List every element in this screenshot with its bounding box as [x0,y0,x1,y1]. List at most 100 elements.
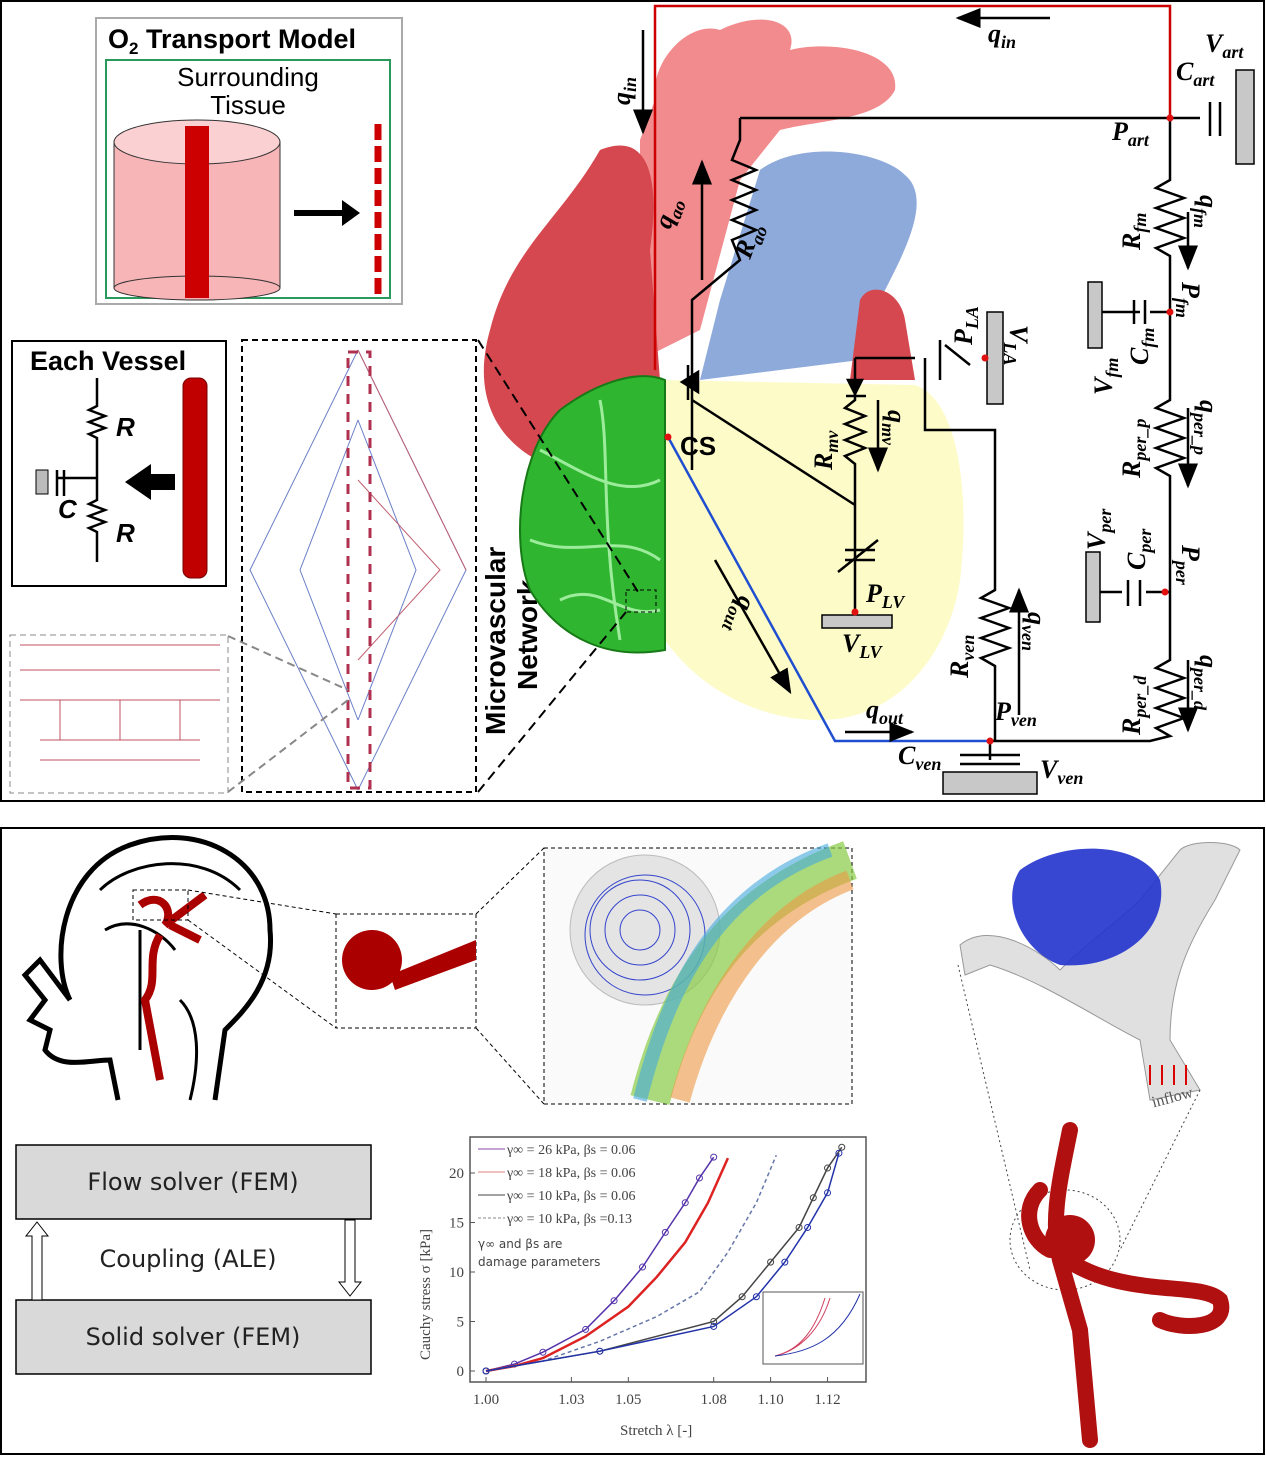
top-panel-frame [0,0,1265,802]
label-q-per-d: qper_d [1190,655,1223,711]
label-c-per: Cper [1122,528,1155,570]
label-p-art: Part [1111,117,1150,150]
y-tick-label: 20 [449,1166,464,1182]
solver-diagram: Flow solver (FEM) Coupling (ALE) Solid s… [15,1144,372,1375]
label-r-ven: Rven [945,635,978,679]
label-v-art: Vart [1205,29,1244,62]
label-p-fm: Pfm [1172,281,1205,318]
series-line [485,1146,843,1372]
y-tick-label: 15 [449,1216,464,1232]
x-tick-label: 1.10 [757,1392,783,1408]
data-point [710,1153,718,1161]
label-p-ven: Pven [994,697,1037,730]
label-v-ven: Vven [1040,755,1083,788]
label-q-mv: qmv [878,410,911,446]
capacitor-label: C [58,494,78,524]
compliance-plates [821,69,1255,795]
head-illustration [21,835,274,1101]
data-point [482,1367,490,1375]
y-axis-label: Cauchy stress σ [kPa] [418,1229,434,1360]
brain-vessel [137,891,208,1081]
data-point [838,1143,846,1151]
label-q-ven: qven [1018,612,1051,651]
arrow-icon [125,464,175,500]
label-r-per-d: Rper_d [1117,675,1150,736]
series-line [485,1154,777,1372]
label-r-mv: Rmv [809,430,842,471]
label-c-fm: Cfm [1125,328,1158,365]
label-c-art: Cart [1176,57,1215,90]
data-point [767,1258,775,1266]
label-q-out: qout [866,695,904,728]
legend-entry: γ∞ = 26 kPa, βs = 0.06 [506,1143,636,1158]
vessel-cylinder [185,126,209,298]
label-r-per-p: Rper_p [1117,419,1150,479]
legend-entry: γ∞ = 10 kPa, βs =0.13 [506,1212,632,1227]
data-point [610,1297,618,1305]
each-vessel-title: Each Vessel [30,346,186,376]
tissue-label-2: Tissue [210,90,286,120]
data-point [710,1322,718,1330]
data-point [582,1325,590,1333]
data-point [539,1348,547,1356]
x-tick-label: 1.12 [814,1392,840,1408]
label-p-per: Pper [1172,544,1205,586]
each-vessel-box: Each Vessel R C R [11,340,227,587]
data-point [639,1263,647,1271]
x-tick-label: 1.03 [558,1392,584,1408]
resistor-label: R [116,518,135,548]
data-point [835,1149,843,1157]
label-p-la: PLA [949,306,982,346]
label-c-ven: Cven [898,741,941,774]
legend-entry: γ∞ = 18 kPa, βs = 0.06 [506,1166,636,1181]
x-tick-label: 1.08 [701,1392,727,1408]
data-point [781,1258,789,1266]
inset-plot [762,1291,864,1365]
data-point [695,1174,703,1182]
flow-arrows [633,7,1198,742]
data-point [738,1293,746,1301]
up-arrow-icon [24,1221,50,1301]
label-q-per-p: qper_p [1190,400,1223,455]
legend-entry: γ∞ = 10 kPa, βs = 0.06 [506,1189,636,1204]
y-tick-label: 0 [457,1364,465,1380]
data-point [795,1223,803,1231]
y-tick-label: 10 [449,1265,464,1281]
data-point [824,1164,832,1172]
arrow-icon [294,200,360,226]
series-line [485,1157,730,1373]
circuit-labels: qin qin Vart Cart Part qao Rao Rfm qfm P… [607,19,1244,788]
data-point [596,1347,604,1355]
aneurysm-closeup [342,930,402,990]
data-point [681,1199,689,1207]
data-point [804,1223,812,1231]
junction-points [664,114,1174,745]
bottom-panel-frame [0,827,1265,1455]
flow-solver-label: Flow solver (FEM) [87,1168,298,1196]
label-p-lv: PLV [865,579,906,612]
data-point [809,1194,817,1202]
label-q-in: qin [988,19,1016,52]
heart [477,19,964,793]
data-point [752,1293,760,1301]
cs-label: CS [680,431,716,461]
series-line [485,1156,715,1372]
series-line [485,1152,840,1372]
down-arrow-icon [337,1219,363,1297]
tissue-label-1: Surrounding [177,62,319,92]
label-v-fm: Vfm [1089,358,1122,395]
o2-title: O2 Transport Model [108,24,356,58]
resistor-label: R [116,412,135,442]
label-q-fm: qfm [1190,195,1223,228]
aneurysm-3d-model: inflow [957,842,1241,1448]
label-q-in-vertical: qin [607,77,640,105]
x-tick-label: 1.05 [615,1392,641,1408]
circuit-wires [653,4,1222,766]
flow-solver-box [15,1144,372,1220]
chart-annotation: γ∞ and βs are [478,1237,562,1251]
chart-annotation: damage parameters [478,1255,600,1269]
chart-legend: γ∞ = 26 kPa, βs = 0.06 γ∞ = 18 kPa, βs =… [478,1143,636,1269]
solid-solver-box [15,1299,372,1375]
microvascular-label: Microvascular [480,547,511,735]
